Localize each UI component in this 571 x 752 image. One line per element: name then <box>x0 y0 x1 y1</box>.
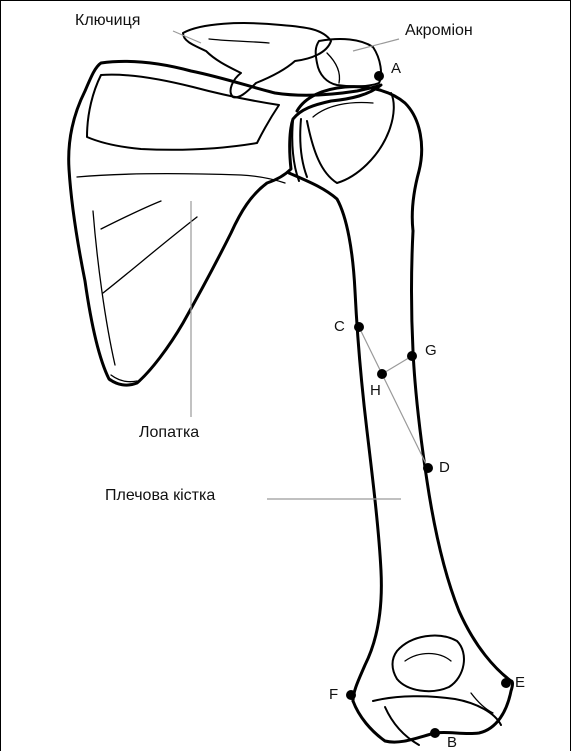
point-label-a: A <box>391 61 401 76</box>
point-a <box>374 71 384 81</box>
landmark-points <box>346 71 511 738</box>
point-label-g: G <box>425 343 437 358</box>
point-label-d: D <box>439 460 450 475</box>
point-e <box>501 678 511 688</box>
humeral-head <box>292 87 421 231</box>
line-h-g <box>382 356 412 374</box>
label-acromion: Акроміон <box>405 23 473 39</box>
point-label-h: H <box>370 383 381 398</box>
point-f <box>346 690 356 700</box>
point-d <box>423 463 433 473</box>
label-humerus: Плечова кістка <box>105 488 215 504</box>
label-scapula: Лопатка <box>139 425 199 441</box>
point-c <box>354 322 364 332</box>
point-g <box>407 351 417 361</box>
point-label-c: C <box>334 319 345 334</box>
point-label-f: F <box>329 687 338 702</box>
scapula-bone <box>69 61 381 385</box>
point-h <box>377 369 387 379</box>
clavicle-bone <box>183 23 331 97</box>
label-clavicle: Ключиця <box>75 13 140 29</box>
point-label-e: E <box>515 675 525 690</box>
point-b <box>430 728 440 738</box>
humerus-bone <box>289 173 513 745</box>
point-label-b: B <box>447 735 457 750</box>
